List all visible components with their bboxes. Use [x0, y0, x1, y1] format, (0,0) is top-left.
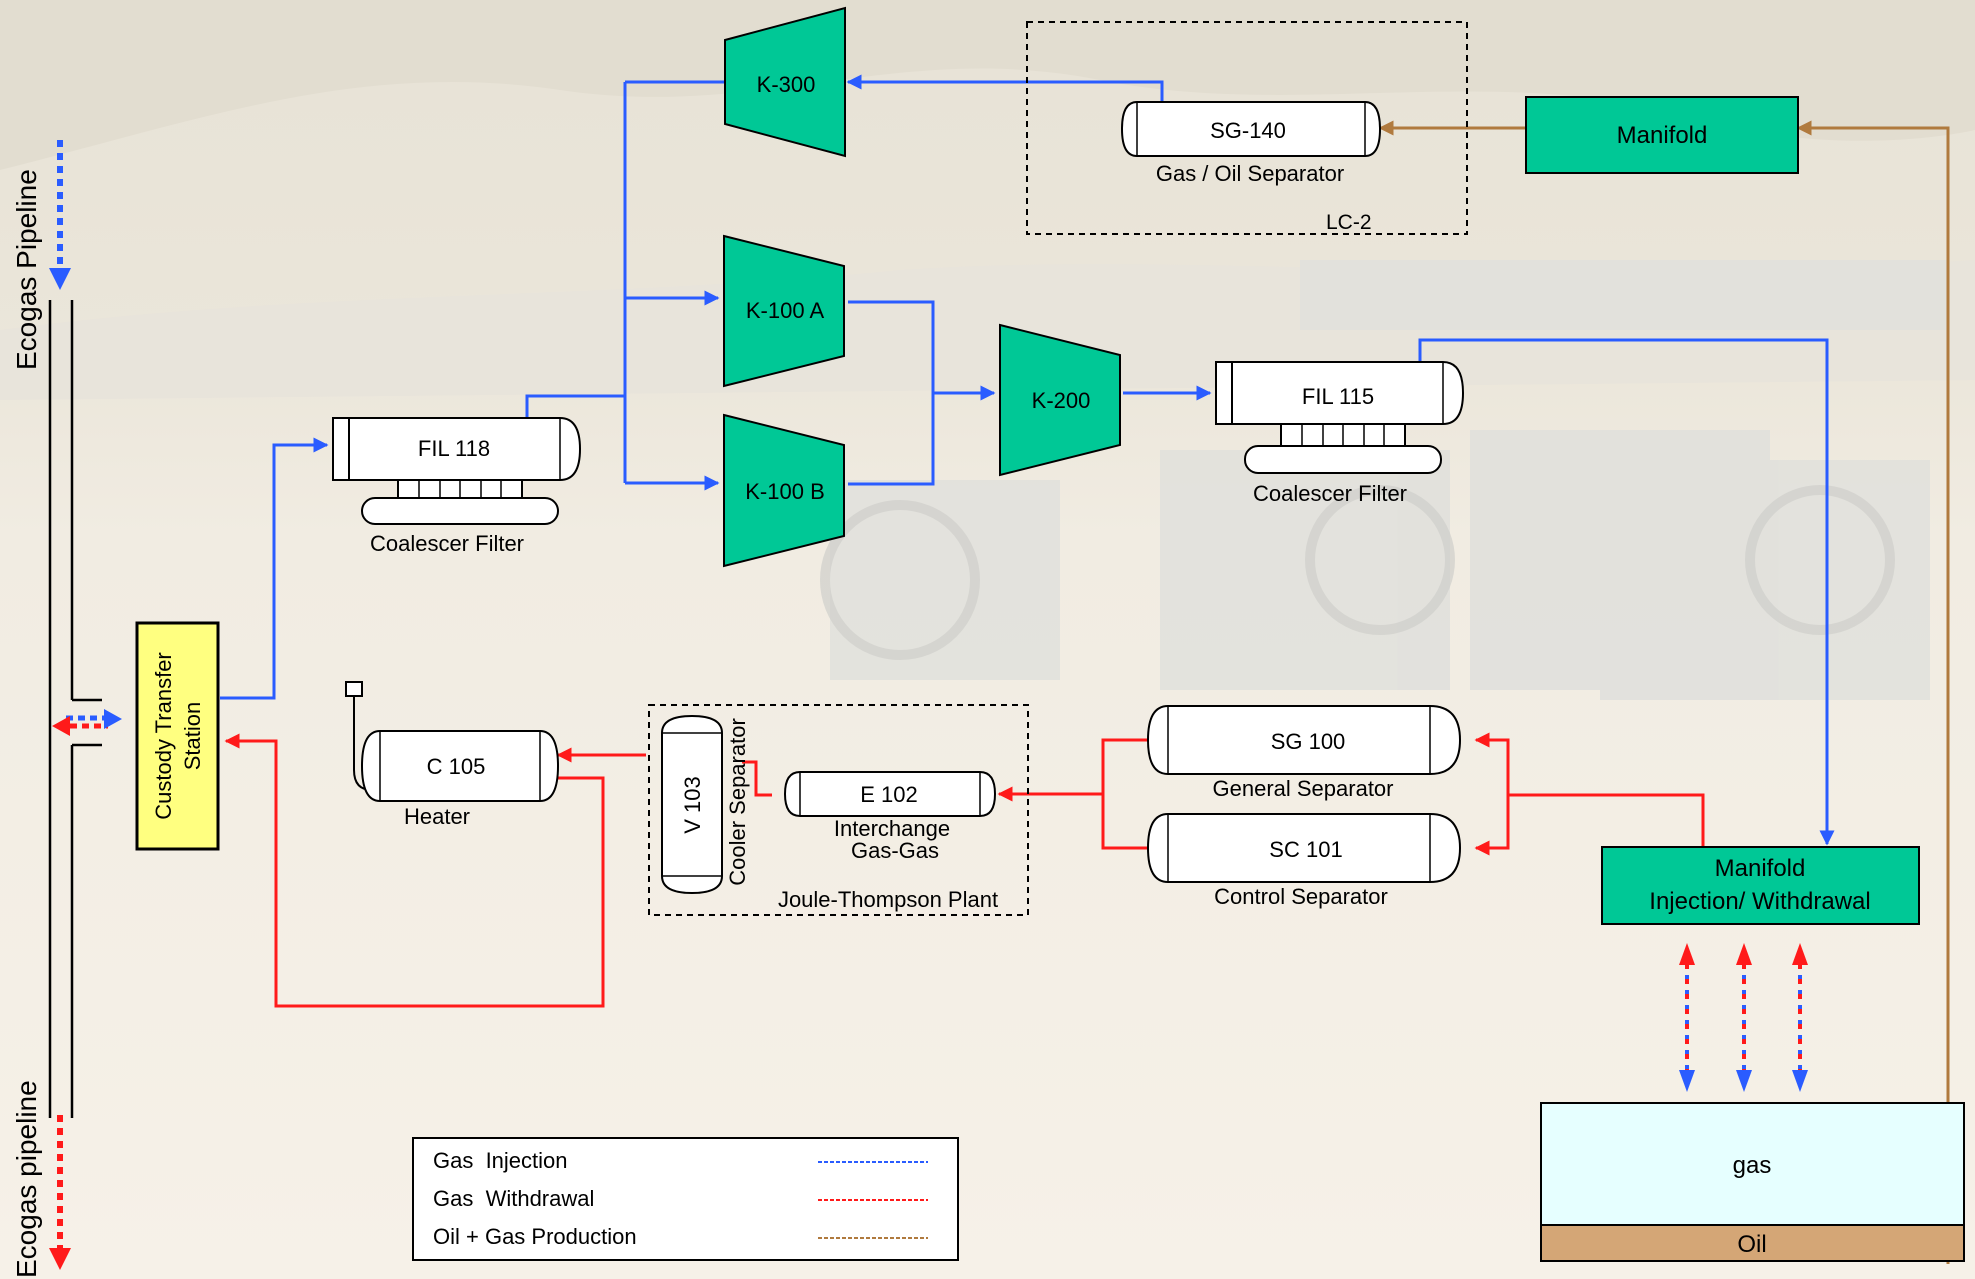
- filter-fil115[interactable]: FIL 115 Coalescer Filter: [1216, 362, 1463, 506]
- jt-plant-label: Joule-Thompson Plant: [778, 887, 998, 912]
- custody-transfer-station[interactable]: Custody Transfer Station: [137, 623, 218, 849]
- custody-label-line1: Custody Transfer: [151, 652, 176, 820]
- legend-label-production: Oil + Gas Production: [433, 1224, 637, 1249]
- sg100-tag: SG 100: [1271, 729, 1346, 754]
- compressor-k300[interactable]: K-300: [725, 8, 845, 156]
- compressor-k200[interactable]: K-200: [1000, 325, 1120, 475]
- manifold-top[interactable]: Manifold: [1526, 97, 1798, 173]
- legend: Gas Injection Gas Withdrawal Oil + Gas P…: [413, 1138, 958, 1260]
- cooler-separator-v103[interactable]: V 103 Cooler Separator: [662, 716, 750, 893]
- manifold-injection-withdrawal[interactable]: Manifold Injection/ Withdrawal: [1602, 847, 1919, 924]
- ecogas-pipeline: [50, 300, 102, 1118]
- compressor-k100a[interactable]: K-100 A: [724, 236, 844, 386]
- v103-side-label: Cooler Separator: [725, 718, 750, 886]
- pipeline-label-bottom: Ecogas pipeline: [11, 1080, 42, 1278]
- fil118-tag: FIL 118: [418, 436, 490, 461]
- custody-label-line2: Station: [180, 702, 205, 771]
- k300-label: K-300: [757, 72, 816, 97]
- sc101-tag: SC 101: [1269, 837, 1342, 862]
- fil115-caption: Coalescer Filter: [1253, 481, 1407, 506]
- fil118-caption: Coalescer Filter: [370, 531, 524, 556]
- legend-label-injection: Gas Injection: [433, 1148, 568, 1173]
- fil115-tag: FIL 115: [1302, 384, 1374, 409]
- reservoir-oil-label: Oil: [1737, 1231, 1766, 1258]
- v103-tag: V 103: [680, 776, 705, 834]
- custody-bidirectional-arrow: [52, 709, 122, 736]
- reservoir-gas-label: gas: [1733, 1152, 1772, 1179]
- k200-label: K-200: [1032, 388, 1091, 413]
- well-arrow-1: [1679, 943, 1695, 1092]
- pipeline-injection-arrow: [49, 140, 71, 290]
- k100a-label: K-100 A: [746, 298, 825, 323]
- production-lines: [1378, 128, 1948, 1264]
- c105-caption: Heater: [404, 804, 470, 829]
- k100b-label: K-100 B: [745, 479, 825, 504]
- separator-sg140[interactable]: SG-140 Gas / Oil Separator: [1122, 102, 1380, 186]
- legend-label-withdrawal: Gas Withdrawal: [433, 1186, 594, 1211]
- separator-sc101[interactable]: SC 101 Control Separator: [1148, 814, 1460, 909]
- lc2-label: LC-2: [1326, 211, 1372, 234]
- reservoir: gas Oil: [1541, 1103, 1964, 1261]
- well-arrow-2: [1736, 943, 1752, 1092]
- heater-c105[interactable]: C 105 Heater: [346, 682, 558, 829]
- well-arrow-3: [1792, 943, 1808, 1092]
- manifold-iw-line1: Manifold: [1715, 855, 1806, 882]
- pipeline-withdrawal-arrow: [49, 1115, 71, 1270]
- compressor-k100b[interactable]: K-100 B: [724, 415, 844, 566]
- separator-sg100[interactable]: SG 100 General Separator: [1148, 706, 1460, 801]
- sc101-caption: Control Separator: [1214, 884, 1388, 909]
- e102-caption-2: Gas-Gas: [851, 838, 939, 863]
- sg140-caption: Gas / Oil Separator: [1156, 161, 1344, 186]
- manifold-top-label: Manifold: [1617, 122, 1708, 149]
- well-arrows: [1679, 943, 1808, 1092]
- manifold-iw-line2: Injection/ Withdrawal: [1649, 888, 1870, 915]
- sg100-caption: General Separator: [1213, 776, 1394, 801]
- interchanger-e102[interactable]: E 102 Interchange Gas-Gas: [785, 772, 995, 863]
- sg140-tag: SG-140: [1210, 118, 1286, 143]
- c105-tag: C 105: [427, 754, 486, 779]
- e102-tag: E 102: [860, 782, 918, 807]
- pipeline-label-top: Ecogas Pipeline: [11, 169, 42, 370]
- filter-fil118[interactable]: FIL 118 Coalescer Filter: [333, 418, 580, 556]
